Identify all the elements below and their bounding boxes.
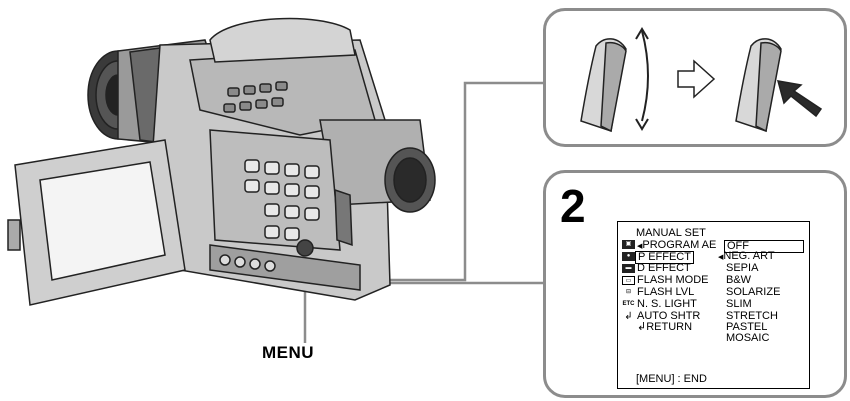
option-slim[interactable]: SLIM	[726, 298, 752, 310]
dial-operation-illustration	[580, 27, 823, 133]
menu-callout-label: MENU	[262, 343, 315, 362]
option-sepia[interactable]: SEPIA	[726, 262, 759, 274]
step-number: 2	[560, 180, 586, 232]
lcd-icon: ⊟	[625, 289, 632, 295]
menu-item-d-effect[interactable]: D EFFECT	[637, 262, 691, 274]
menu-item-return[interactable]: ↲RETURN	[637, 321, 693, 333]
step-2-callout: 2 MANUAL SET ▣ ● ▬ ▭ ⊟ ETC ↲ ◀PROGRAM AE…	[543, 170, 847, 398]
menu-item-program-ae[interactable]: ◀PROGRAM AE	[637, 239, 717, 251]
press-dial-icon	[735, 38, 823, 133]
camcorder-illustration	[7, 17, 545, 343]
option-off[interactable]: OFF	[724, 240, 804, 253]
pointer-left-icon: ◀	[718, 254, 724, 261]
right-arrow-icon	[677, 59, 716, 99]
lcd-panel	[7, 139, 186, 306]
camera-body	[149, 17, 436, 301]
pointer-left-icon: ◀	[637, 243, 643, 250]
menu-item-auto-shtr[interactable]: AUTO SHTR	[637, 310, 701, 322]
menu-footer: [MENU] : END	[636, 373, 707, 385]
option-solarize[interactable]: SOLARIZE	[726, 286, 781, 298]
menu-item-flash-lvl[interactable]: FLASH LVL	[637, 286, 695, 298]
rotate-dial-icon	[580, 27, 649, 133]
return-arrow-icon: ↲	[637, 321, 647, 333]
option-pastel[interactable]: PASTEL	[726, 321, 768, 333]
return-icon: ↲	[624, 311, 633, 322]
menu-item-ns-light[interactable]: N. S. LIGHT	[637, 298, 697, 310]
camera-icon: ●	[622, 252, 635, 261]
cassette-icon: ▬	[622, 264, 635, 273]
camera-set-icon: ▣	[622, 240, 635, 249]
menu-item-flash-mode[interactable]: FLASH MODE	[637, 274, 709, 286]
dial-operation-callout	[543, 8, 847, 147]
etc-icon: ETC	[622, 301, 635, 307]
memory-icon: ▭	[622, 276, 635, 285]
option-neg-art[interactable]: ◀NEG. ART	[718, 250, 775, 262]
menu-title: MANUAL SET	[636, 227, 706, 239]
option-bw[interactable]: B&W	[726, 274, 752, 286]
option-mosaic[interactable]: MOSAIC	[726, 332, 770, 344]
manual-set-menu-screen: MANUAL SET ▣ ● ▬ ▭ ⊟ ETC ↲ ◀PROGRAM AE P…	[617, 221, 810, 389]
option-stretch[interactable]: STRETCH	[726, 310, 778, 322]
menu-item-p-effect[interactable]: P EFFECT	[635, 251, 694, 264]
